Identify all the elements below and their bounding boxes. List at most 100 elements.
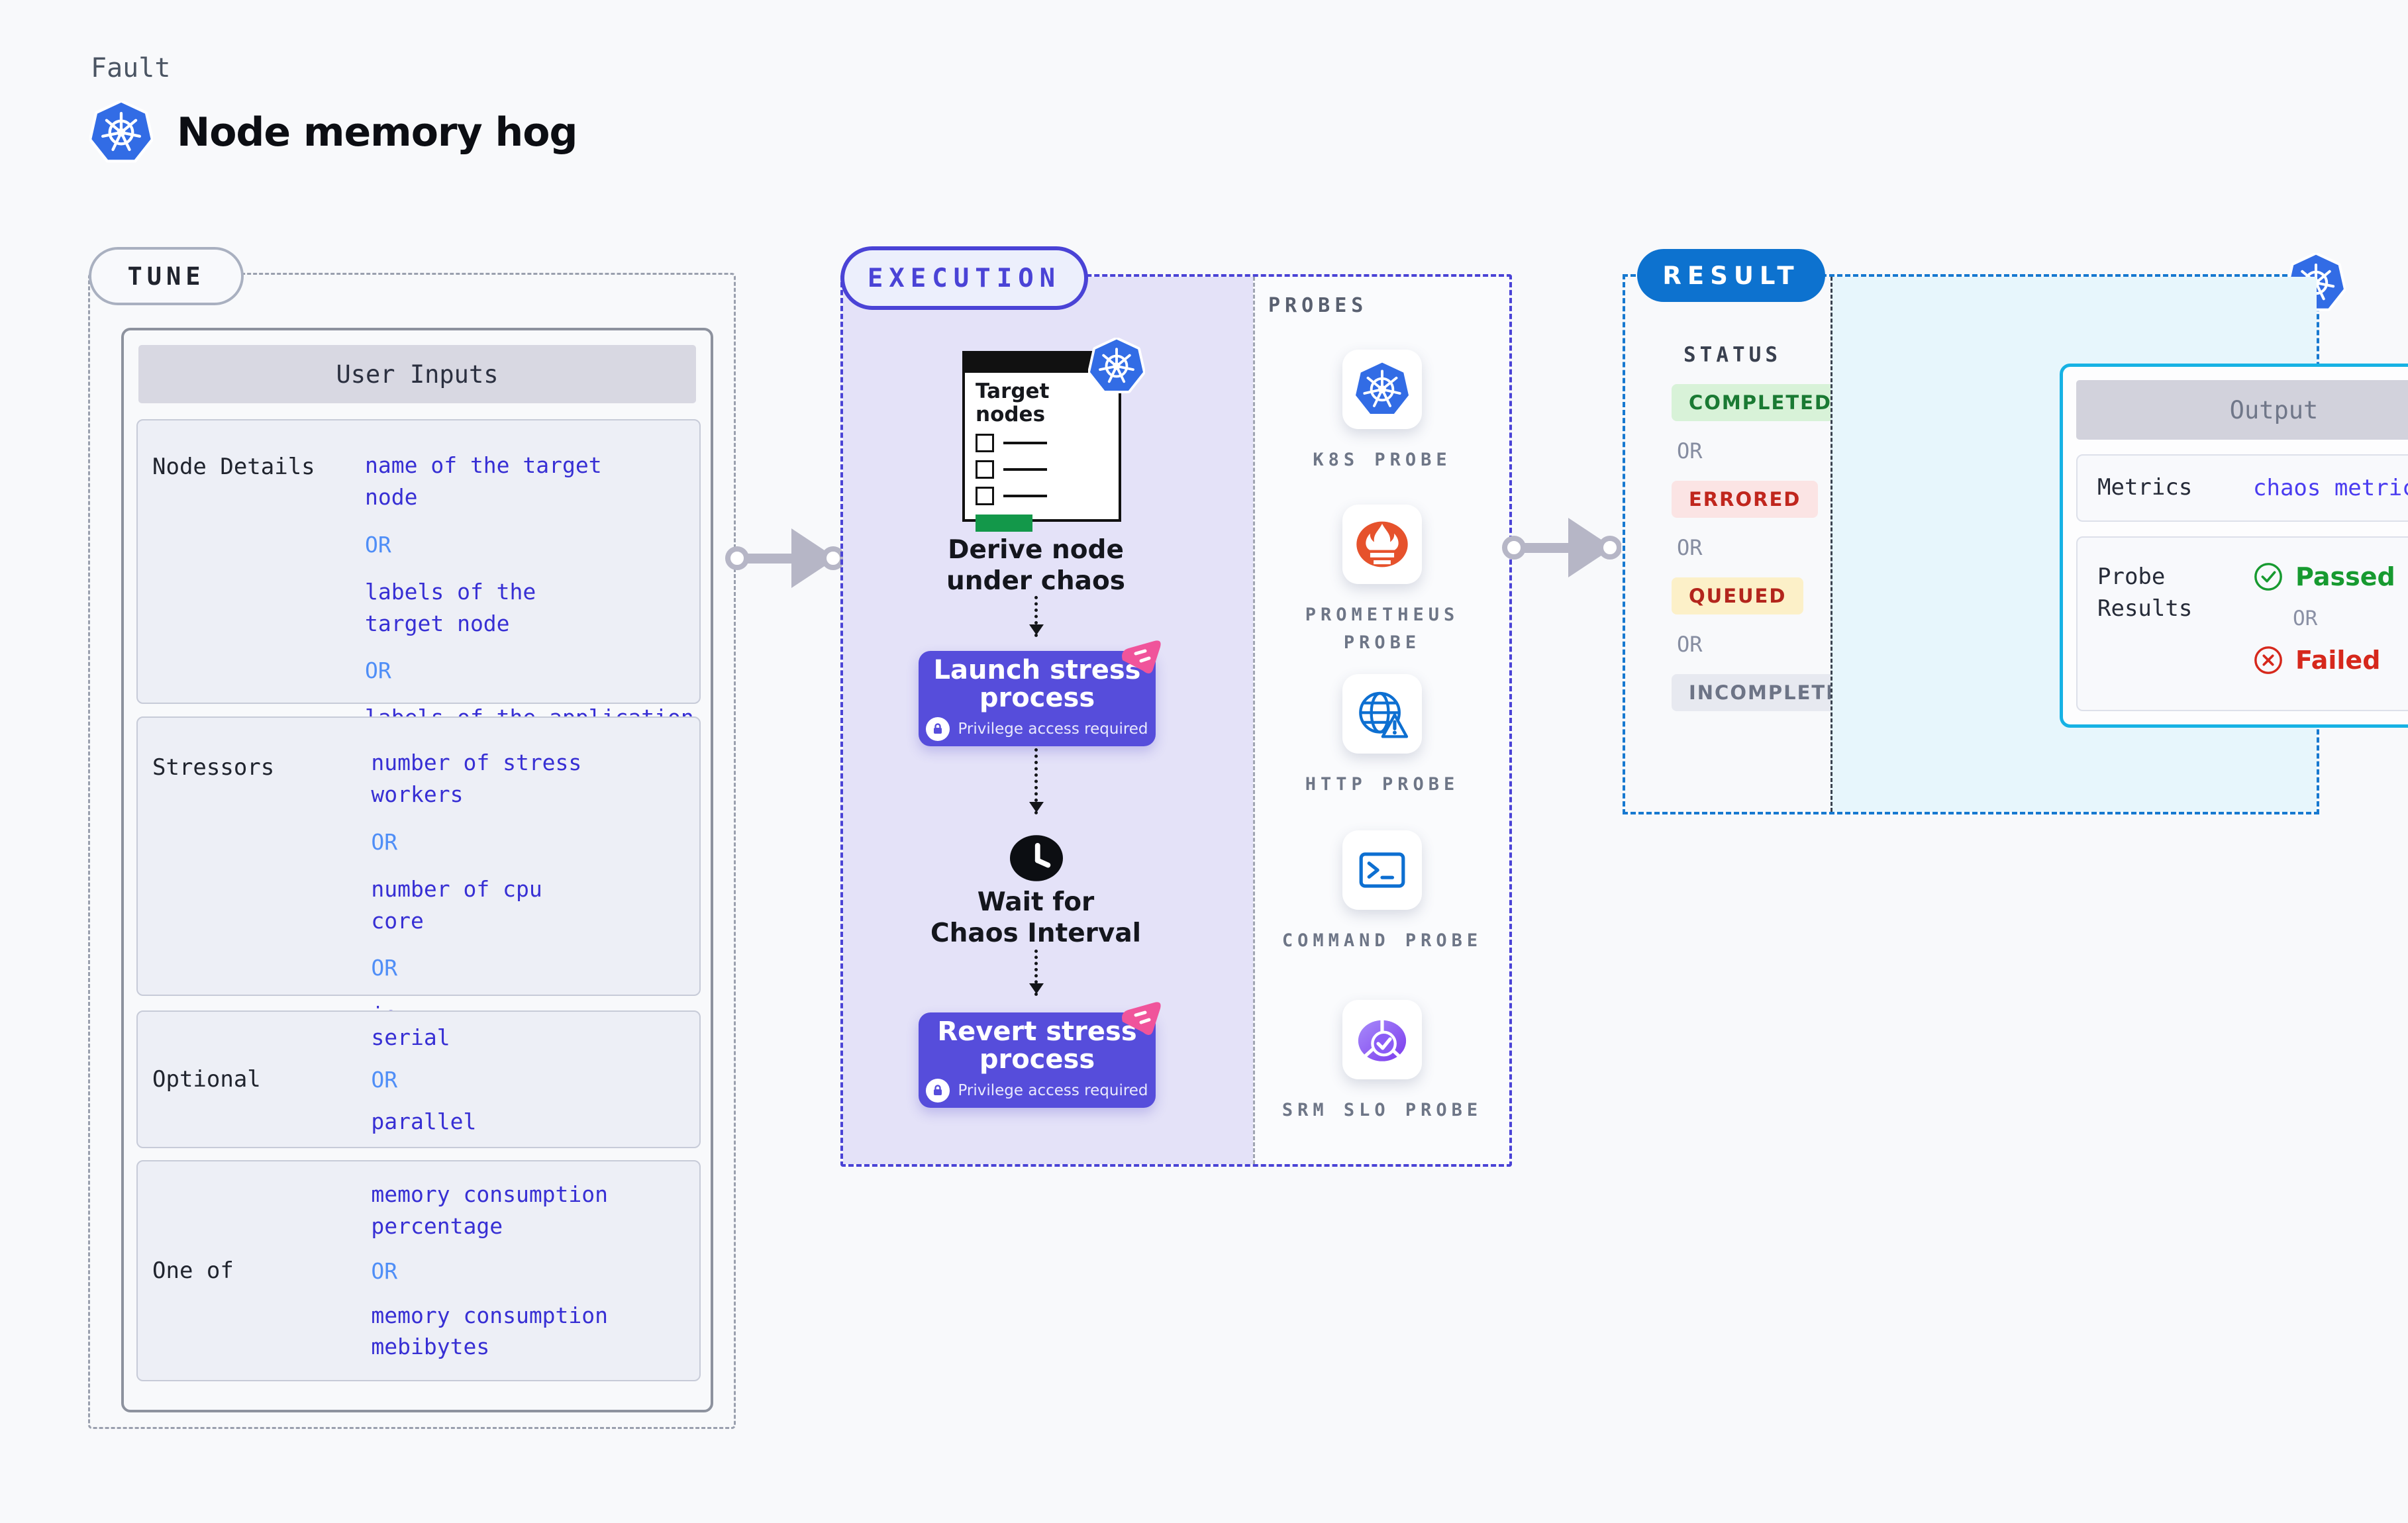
http-globe-icon xyxy=(1342,674,1422,754)
check-circle-icon xyxy=(2253,562,2283,592)
probe-item-srm-slo: SRM SLO PROBE xyxy=(1255,1000,1509,1124)
checkbox-icon xyxy=(976,460,994,479)
failed-label: Failed xyxy=(2295,646,2381,675)
connector-arrow xyxy=(1029,596,1044,637)
or-separator: OR xyxy=(371,1257,398,1284)
output-card: Output Metrics chaos metrics Probe Resul… xyxy=(2060,364,2408,728)
revert-stress-process-button[interactable]: Revert stress process Privilege access r… xyxy=(919,1012,1156,1108)
probes-panel: PROBES K8S PROBE PROMETHEUS PROBE HTTP P… xyxy=(1253,277,1509,1164)
row-label: One of xyxy=(152,1257,234,1284)
input-option: number of stress workers xyxy=(371,750,582,807)
table-row: Optional serial OR parallel xyxy=(136,1010,701,1148)
privilege-note: Privilege access required xyxy=(958,720,1148,738)
connector-arrow xyxy=(1029,950,1044,996)
row-label: Node Details xyxy=(152,454,315,480)
table-row: Stressors number of stress workers OR nu… xyxy=(136,716,701,1028)
probe-item-k8s: K8S PROBE xyxy=(1255,350,1509,474)
clock-icon xyxy=(1007,832,1066,885)
checkbox-icon xyxy=(976,434,994,453)
terminal-icon xyxy=(1342,830,1422,910)
probe-label: SRM SLO PROBE xyxy=(1281,1100,1483,1120)
revert-button-label: Revert stress process xyxy=(937,1016,1137,1075)
wait-chaos-interval-label: Wait for Chaos Interval xyxy=(930,887,1141,948)
or-separator: OR xyxy=(365,658,391,684)
result-badge: RESULT xyxy=(1637,249,1825,302)
execution-section: EXECUTION Target nodes Derive node under… xyxy=(840,246,1512,1167)
slo-check-icon xyxy=(1342,1000,1422,1079)
checkbox-icon xyxy=(976,487,994,506)
probe-results-label: Probe Results xyxy=(2097,564,2193,622)
passed-label: Passed xyxy=(2295,562,2395,591)
chaos-ribbon-icon xyxy=(1119,1001,1166,1039)
x-circle-icon xyxy=(2253,645,2283,675)
output-zone: Output Metrics chaos metrics Probe Resul… xyxy=(1831,277,2408,812)
launch-stress-process-button[interactable]: Launch stress process Privilege access r… xyxy=(919,651,1156,746)
or-separator: OR xyxy=(1677,632,1703,657)
passed-result: Passed xyxy=(2253,562,2395,592)
node-line xyxy=(1003,442,1047,445)
probe-item-prometheus: PROMETHEUS PROBE xyxy=(1255,505,1509,657)
fault-category-label: Fault xyxy=(91,53,171,83)
probe-results-row: Probe Results Passed OR Failed xyxy=(2076,536,2408,711)
user-inputs-header: User Inputs xyxy=(138,345,696,403)
probe-label: K8S PROBE xyxy=(1313,450,1452,470)
execution-flow-panel: Target nodes Derive node under chaos Lau… xyxy=(843,277,1253,1164)
metrics-label: Metrics xyxy=(2097,474,2193,501)
input-option: parallel xyxy=(371,1108,477,1134)
connector-arrow xyxy=(1029,748,1044,814)
row-values: serial OR parallel xyxy=(371,1003,699,1156)
tune-section: TUNE User Inputs Node Details name of th… xyxy=(88,247,736,1429)
probe-item-command: COMMAND PROBE xyxy=(1255,830,1509,955)
failed-result: Failed xyxy=(2253,645,2395,675)
node-line xyxy=(1003,468,1047,471)
row-label: Optional xyxy=(152,1066,261,1093)
probes-panel-label: PROBES xyxy=(1268,294,1368,317)
input-option: memory consumption mebibytes xyxy=(371,1302,609,1360)
selected-node-bar xyxy=(976,515,1032,532)
status-badge-errored: ERRORED xyxy=(1672,481,1819,518)
prometheus-icon xyxy=(1342,505,1422,584)
input-option: serial xyxy=(371,1024,450,1050)
input-option: labels of the target node xyxy=(365,578,536,636)
node-list-item xyxy=(976,487,1108,506)
execution-badge: EXECUTION xyxy=(840,246,1088,310)
kubernetes-icon xyxy=(1342,350,1422,429)
or-separator: OR xyxy=(1677,438,1703,464)
metrics-value: chaos metrics xyxy=(2253,475,2408,501)
or-separator: OR xyxy=(1677,535,1703,560)
node-list-item xyxy=(976,460,1108,479)
or-separator: OR xyxy=(2293,607,2318,630)
flow-arrow-tune-to-execution xyxy=(725,522,844,595)
flow-arrow-execution-to-result xyxy=(1502,511,1621,584)
target-nodes-title: Target nodes xyxy=(976,379,1050,426)
target-nodes-card: Target nodes xyxy=(962,351,1121,532)
derive-node-step-label: Derive node under chaos xyxy=(946,535,1125,596)
status-badge-queued: QUEUED xyxy=(1672,577,1804,614)
or-separator: OR xyxy=(365,531,391,558)
row-values: memory consumption percentage OR memory … xyxy=(371,1150,699,1392)
status-heading: STATUS xyxy=(1683,343,1781,367)
node-line xyxy=(1003,495,1047,498)
result-section: RESULT STATUS COMPLETED OR ERRORED OR QU… xyxy=(1623,249,2408,814)
tune-badge: TUNE xyxy=(89,247,244,305)
launch-button-label: Launch stress process xyxy=(933,655,1141,713)
table-row: Node Details name of the target node OR … xyxy=(136,419,701,762)
metrics-row: Metrics chaos metrics xyxy=(2076,454,2408,522)
or-separator: OR xyxy=(371,828,398,855)
kubernetes-icon xyxy=(89,101,153,164)
kubernetes-icon xyxy=(1088,338,1145,395)
probe-label: PROMETHEUS PROBE xyxy=(1305,605,1460,653)
lock-icon xyxy=(926,717,950,741)
row-values: name of the target node OR labels of the… xyxy=(365,420,699,762)
node-list-item xyxy=(976,434,1108,453)
row-values: number of stress workers OR number of cp… xyxy=(371,718,699,1028)
or-separator: OR xyxy=(371,1066,398,1093)
user-inputs-card: User Inputs Node Details name of the tar… xyxy=(121,328,713,1412)
input-option: name of the target node xyxy=(365,452,602,510)
page-header: Node memory hog xyxy=(89,101,577,164)
probe-label: COMMAND PROBE xyxy=(1281,930,1483,951)
page-title: Node memory hog xyxy=(177,109,577,156)
output-header: Output xyxy=(2076,380,2408,440)
probe-label: HTTP PROBE xyxy=(1305,774,1460,795)
chaos-ribbon-icon xyxy=(1119,639,1166,677)
